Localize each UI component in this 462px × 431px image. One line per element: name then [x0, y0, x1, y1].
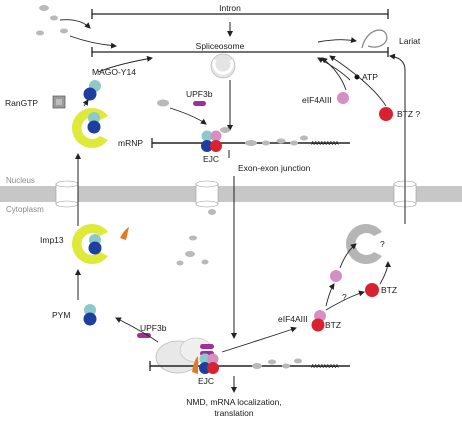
arrow-btz-to-spliceosome — [329, 55, 387, 107]
eif4aiii-btz-complex — [311, 310, 326, 332]
mrnp-strand: AAAAAAAAA — [151, 135, 350, 148]
grey-particle — [208, 209, 216, 215]
rangtp-icon — [52, 95, 66, 109]
arrow-particles-to-spliceosome — [59, 19, 91, 29]
intron-line: Intron — [91, 3, 389, 19]
arrow-imp13-release — [82, 99, 89, 107]
membrane-band — [0, 186, 462, 202]
intron-label: Intron — [219, 3, 241, 13]
grey-particle — [201, 259, 209, 265]
exon-exon-junction-label: Exon-exon junction — [238, 163, 311, 173]
nuclear-pore-2 — [195, 180, 219, 208]
btz-free-icon — [365, 283, 379, 297]
carrier-icon — [346, 224, 382, 264]
arrow-ejc-disassembly — [115, 317, 159, 343]
lariat-label: Lariat — [399, 36, 421, 46]
cytoplasm-label: Cytoplasm — [6, 205, 44, 214]
arrow-eif4aiii-to-spliceosome — [321, 57, 347, 91]
arrow-reimport — [389, 53, 406, 224]
ejc-top-label: EJC — [203, 154, 219, 164]
grey-particle — [36, 30, 44, 36]
spliceosome-icon — [210, 53, 236, 79]
outcome-label-line2: translation — [214, 408, 253, 418]
grey-particle — [176, 260, 184, 266]
arrow-to-eif4aiii-free — [325, 283, 335, 307]
nuclear-envelope: Nucleus Cytoplasm — [0, 176, 462, 214]
arrow-mago-to-spliceosome — [97, 55, 153, 73]
grey-particle — [189, 235, 197, 241]
arrow-particles-to-spliceosome — [69, 35, 117, 49]
upf3b-top-label: UPF3b — [186, 89, 213, 99]
imp13-label: Imp13 — [40, 235, 64, 245]
spliceosome-label: Spliceosome — [196, 41, 245, 51]
upf3b-bottom-icon — [137, 333, 151, 338]
eif4aiii-free-icon — [330, 270, 342, 282]
eif4aiii-top-icon — [337, 92, 349, 104]
ejc-bottom-label: EJC — [198, 376, 214, 386]
btz-top-icon — [379, 107, 393, 121]
pym-label: PYM — [52, 310, 70, 320]
arrow-particle-to-ejc — [169, 107, 207, 125]
pym-released-icon — [120, 227, 129, 240]
grey-particle — [185, 251, 195, 257]
arrow-to-btz-free — [325, 290, 365, 311]
mago-y14-label: MAGO-Y14 — [92, 67, 136, 77]
upf3b-top-icon — [193, 101, 206, 106]
nucleus-label: Nucleus — [6, 176, 35, 185]
question-carrier-label: ? — [380, 239, 385, 249]
btz-top-label: BTZ ? — [397, 109, 420, 119]
btz-bottom-right-label: BTZ — [381, 285, 397, 295]
grey-particle — [39, 5, 49, 11]
rangtp-label: RanGTP — [5, 98, 38, 108]
poly-a-bottom: AAAAAAAAA — [311, 364, 339, 370]
lariat-icon — [361, 29, 388, 49]
grey-particle — [50, 15, 58, 21]
arrow-to-lariat — [317, 37, 357, 44]
arrow-ejc-to-eif4aiii-btz — [221, 326, 297, 353]
btz-bottom-complex-label: BTZ — [325, 320, 341, 330]
pym-complex — [83, 304, 97, 326]
ejc-bottom-complex — [192, 344, 219, 374]
question-path-label: ? — [342, 292, 347, 302]
poly-a-top: AAAAAAAAA — [311, 141, 339, 147]
spliceosome-line: Spliceosome — [91, 41, 389, 57]
upf3b-bottom-label: UPF3b — [140, 323, 167, 333]
imp13-cytoplasmic-complex — [71, 224, 108, 264]
eif4aiii-top-label: eIF4AIII — [302, 95, 332, 105]
mago-y14-complex — [83, 80, 101, 101]
nuclear-pore-1 — [55, 180, 79, 208]
atp-label: ATP — [362, 72, 378, 82]
mrnp-label: mRNP — [118, 138, 143, 148]
atp-icon — [354, 74, 360, 80]
mrnp-bottom-strand: AAAAAAAAA — [149, 358, 350, 371]
eif4aiii-bottom-label: eIF4AIII — [278, 314, 308, 324]
arrow-eif4aiii-to-carrier — [339, 243, 357, 269]
ejc-top-complex — [201, 127, 230, 152]
grey-particle — [157, 99, 169, 107]
grey-particle — [60, 28, 68, 34]
imp13-nuclear-complex — [72, 108, 108, 148]
arrow-btz-to-carrier — [379, 261, 391, 285]
outcome-label-line1: NMD, mRNA localization, — [186, 397, 281, 407]
